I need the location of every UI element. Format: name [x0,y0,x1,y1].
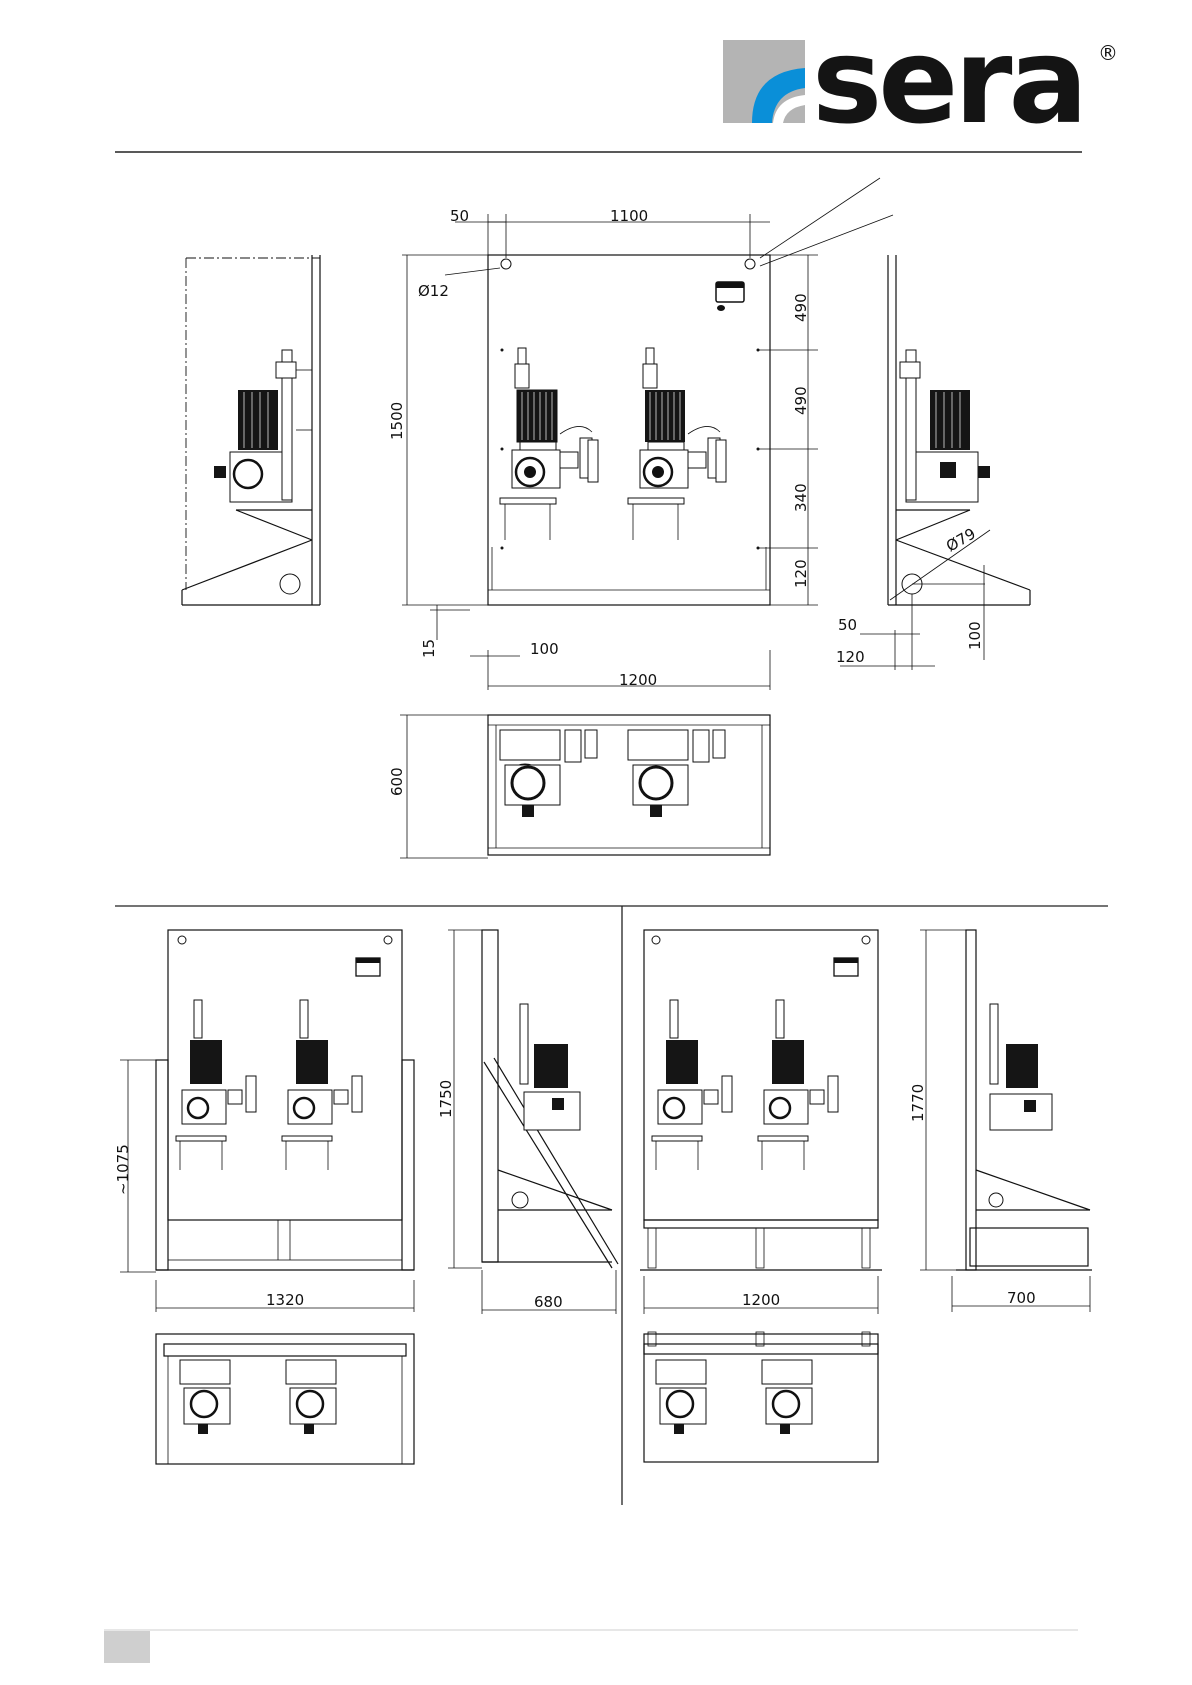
dim-side-y1: 100 [966,621,984,650]
right-side-view: Ø79 50 120 100 [836,255,1030,670]
top-view: 600 [388,715,770,858]
dim-v3: 340 [792,483,810,512]
variant-left-front-view: ~1075 1320 [114,930,414,1312]
dim-hole-diameter: Ø12 [418,282,449,300]
dim-variant-right-width: 1200 [742,1291,780,1309]
dim-variant-right-depth: 700 [1007,1289,1036,1307]
pump-unit-2 [628,348,726,540]
dim-side-x2: 120 [836,648,865,666]
page-marker-box [104,1631,150,1663]
dim-variant-left-height: 1750 [437,1080,455,1118]
dim-v2: 490 [792,386,810,415]
dim-variant-left-depth: 680 [534,1293,563,1311]
dim-hole-spacing: 1100 [610,207,648,225]
left-side-view [182,255,320,605]
dim-bottom-offset: 15 [420,639,438,658]
dim-variant-left-width: 1320 [266,1291,304,1309]
dim-variant-right-height: 1770 [909,1084,927,1122]
logo-wordmark: sera [812,12,1084,150]
dim-side-x1: 50 [838,616,857,634]
registered-mark: ® [1098,41,1118,65]
sera-logo: sera ® [723,12,1118,150]
dim-foot-offset: 100 [530,640,559,658]
variant-right-side-view: 1770 700 [909,930,1092,1312]
variant-right-front-view: 1200 [640,930,882,1314]
dim-variant-left-height-approx: ~1075 [114,1144,132,1195]
variant-right-top-view [644,1332,878,1462]
dim-top-offset: 50 [450,207,469,225]
dim-width: 1200 [619,671,657,689]
variant-left-side-view: 1750 680 [437,930,618,1314]
dim-v1: 490 [792,293,810,322]
variant-left-top-view [156,1334,414,1464]
dim-depth: 600 [388,767,406,796]
pump-unit-1 [500,348,598,540]
dim-v4: 120 [792,559,810,588]
front-view: 50 1100 Ø12 1500 490 490 340 120 15 100 … [388,178,893,690]
dim-height: 1500 [388,402,406,440]
